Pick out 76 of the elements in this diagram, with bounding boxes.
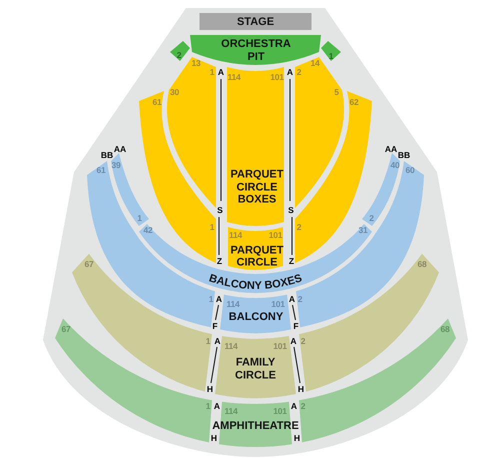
seat-number: 101 [268,230,282,240]
seating-section [220,294,291,334]
seat-number: 68 [417,260,427,268]
seat-number: 101 [271,300,285,308]
row-letter: S [288,205,294,214]
seat-number: 62 [349,98,359,106]
pit-side-section [321,41,341,61]
seat-number: 30 [170,88,180,96]
seat-number: 31 [358,226,368,234]
seat-number: 14 [310,58,320,67]
seat-number: 101 [273,342,287,350]
seat-number: 2 [300,336,306,346]
row-letter: H [210,434,218,442]
seat-number: 1 [206,336,210,346]
seat-number: 114 [227,72,241,82]
seating-section [215,336,296,399]
seating-section [111,153,149,226]
seating-section [299,318,456,443]
seating-section [139,91,216,263]
row-letter: BB [100,150,114,160]
seat-number: 2 [296,222,302,232]
seating-section [55,318,212,443]
seat-number: 2 [296,68,302,76]
row-letter: BB [398,150,410,160]
row-letter: F [212,322,218,330]
row-letter: A [214,402,220,410]
seat-number: 1 [328,52,334,60]
seat-number: 1 [137,214,142,222]
row-letter: A [290,402,298,410]
pit-side-section [170,41,190,61]
row-letter: A [214,336,221,346]
seat-number: 2 [176,50,182,60]
section-label: AMPHITHEATRE [212,420,299,432]
seat-number: 61 [152,98,162,106]
row-letter: A [290,336,297,346]
row-letter: H [294,434,300,442]
row-letter: Z [288,256,294,266]
seating-section [362,153,400,226]
seat-number: 40 [390,160,400,170]
section-label: ORCHESTRA PIT [220,38,292,64]
section-label: FAMILY CIRCLE [234,356,277,382]
seating-section [166,57,216,208]
row-letter: A [286,68,294,76]
seat-number: 1 [210,68,214,76]
row-letter: A [218,68,224,76]
row-letter: Z [216,256,222,266]
seat-number: 114 [224,342,238,350]
row-letter: F [293,322,299,330]
section-label: STAGE [236,16,274,28]
seat-number: 39 [111,160,121,170]
row-letter: AA [384,144,398,154]
row-letter: S [217,205,223,214]
section-label: PARQUET CIRCLE BOXES [230,168,284,206]
seat-number: 61 [96,166,106,174]
seat-number: 42 [143,226,153,234]
seat-number: 114 [228,230,242,240]
seat-number: 13 [191,58,201,67]
row-letter: AA [114,144,126,154]
seat-number: 67 [84,260,94,268]
seat-number: 5 [334,88,339,96]
seat-number: 1 [208,294,214,304]
seat-number: 1 [210,222,214,232]
row-letter: H [298,384,304,394]
seat-number: 2 [369,214,374,222]
section-label: BALCONY BOXES [207,272,304,292]
seat-number: 114 [226,300,240,308]
row-letter: H [206,384,214,394]
seat-number: 101 [270,72,284,82]
seating-section [295,57,345,208]
stage-area [199,13,312,30]
section-label: BALCONY [228,310,284,324]
row-letter: A [288,294,296,304]
row-letter: A [216,294,222,304]
seating-section [295,91,372,263]
seat-number: 2 [298,294,302,304]
seat-number: 60 [405,166,415,174]
